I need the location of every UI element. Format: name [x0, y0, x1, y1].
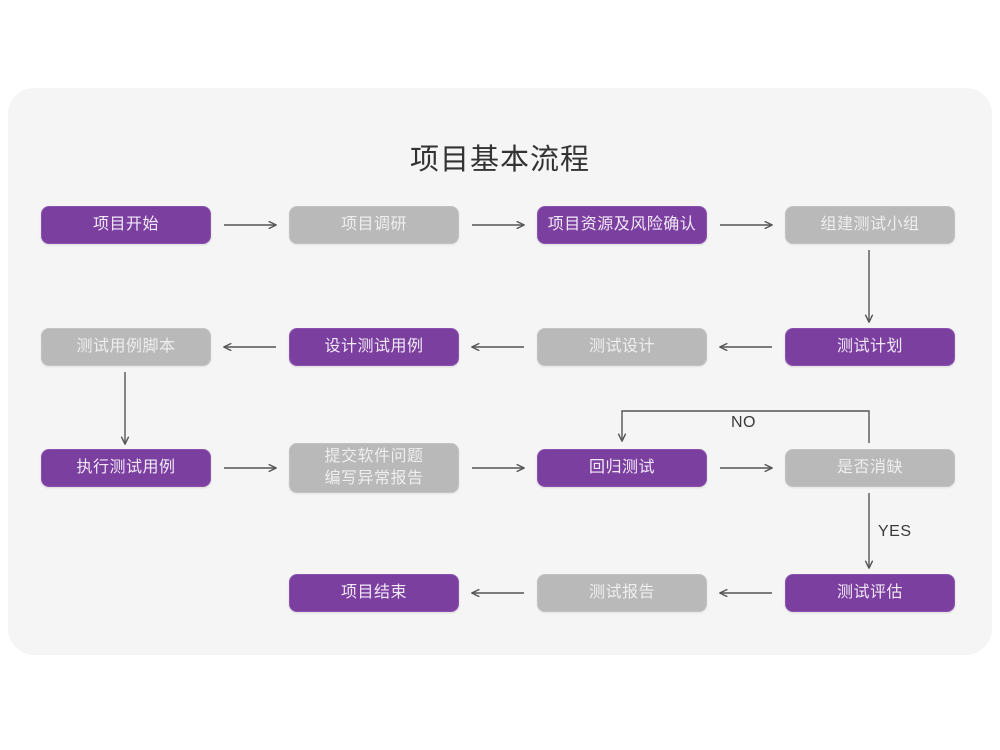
node-execute-test-case[interactable]: 执行测试用例 [41, 449, 211, 487]
edge-label-no: NO [731, 414, 756, 431]
node-test-report[interactable]: 测试报告 [537, 574, 707, 612]
node-submit-defect-report[interactable]: 提交软件问题 编写异常报告 [289, 443, 459, 493]
page-title: 项目基本流程 [409, 144, 590, 176]
node-form-test-team[interactable]: 组建测试小组 [785, 206, 955, 244]
node-resource-risk-confirm[interactable]: 项目资源及风险确认 [537, 206, 707, 244]
edge-label-yes: YES [878, 523, 912, 540]
node-project-end[interactable]: 项目结束 [289, 574, 459, 612]
node-test-design[interactable]: 测试设计 [537, 328, 707, 366]
node-test-case-script[interactable]: 测试用例脚本 [41, 328, 211, 366]
node-test-plan[interactable]: 测试计划 [785, 328, 955, 366]
node-design-test-case[interactable]: 设计测试用例 [289, 328, 459, 366]
node-project-start[interactable]: 项目开始 [41, 206, 211, 244]
flowchart-card: 项目基本流程 [8, 88, 992, 655]
node-test-evaluation[interactable]: 测试评估 [785, 574, 955, 612]
node-defect-resolved[interactable]: 是否消缺 [785, 449, 955, 487]
node-project-research[interactable]: 项目调研 [289, 206, 459, 244]
node-regression-test[interactable]: 回归测试 [537, 449, 707, 487]
